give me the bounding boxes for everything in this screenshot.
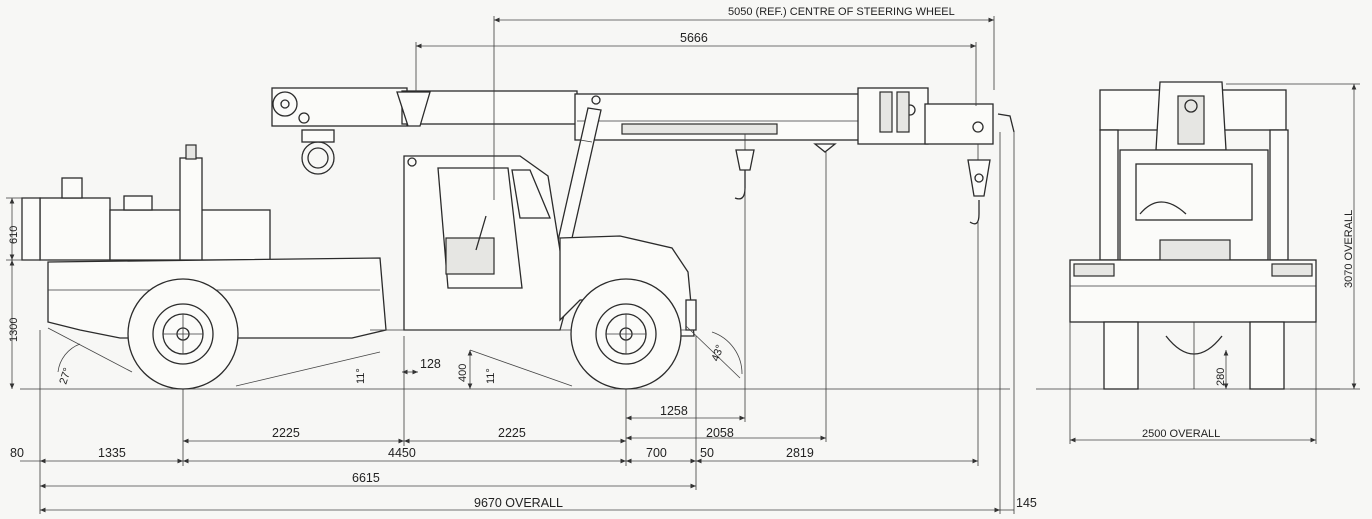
dim-front-overhang: 700 xyxy=(646,446,667,460)
dim-ramp-angle-left: 11° xyxy=(355,368,367,384)
dim-height-upper: 610 xyxy=(8,226,20,244)
dim-hook-front-2: 2058 xyxy=(706,426,734,440)
dim-overall-length: 9670 OVERALL xyxy=(474,496,563,510)
hook-blocks xyxy=(734,134,991,225)
dim-ramp-angle-right: 11° xyxy=(485,368,497,384)
dim-front-clearance: 280 xyxy=(1215,368,1227,386)
dim-departure-angle: 43° xyxy=(710,343,727,363)
front-dimension-lines xyxy=(1070,83,1360,443)
front-view xyxy=(1036,81,1340,444)
dim-hook-front-3: 2819 xyxy=(786,446,814,460)
dim-centre-to-front-axle: 2225 xyxy=(498,426,526,440)
dim-chassis-length: 6615 xyxy=(352,471,380,485)
dim-rear-overhang-1: 80 xyxy=(10,446,24,460)
dim-rear-axle-to-centre: 2225 xyxy=(272,426,300,440)
dim-front-offset: 50 xyxy=(700,446,714,460)
side-dimension-lines xyxy=(6,16,1015,514)
dim-boom-length: 5666 xyxy=(680,31,708,45)
telescopic-boom xyxy=(271,87,1015,175)
dim-overall-height: 3070 OVERALL xyxy=(1343,210,1355,288)
operator-cab xyxy=(403,155,569,331)
dim-axle-spacing: 4450 xyxy=(388,446,416,460)
dim-rear-overhang-2: 1335 xyxy=(98,446,126,460)
dim-tip-offset: 145 xyxy=(1016,496,1037,510)
dim-approach-angle: 27° xyxy=(57,366,74,386)
rear-wheel xyxy=(127,278,239,390)
dimension-labels: 5050 (REF.) CENTRE OF STEERING WHEEL 566… xyxy=(8,6,1355,510)
dim-hook-front-1: 1258 xyxy=(660,404,688,418)
dim-hitch-height: 400 xyxy=(457,364,469,382)
front-wheel xyxy=(570,278,682,390)
dim-height-lower: 1300 xyxy=(8,318,20,342)
side-view xyxy=(20,87,1015,390)
dim-hitch-offset: 128 xyxy=(420,357,441,371)
dim-steering-wheel-ref: 5050 (REF.) CENTRE OF STEERING WHEEL xyxy=(728,6,955,18)
dim-overall-width: 2500 OVERALL xyxy=(1142,428,1220,440)
